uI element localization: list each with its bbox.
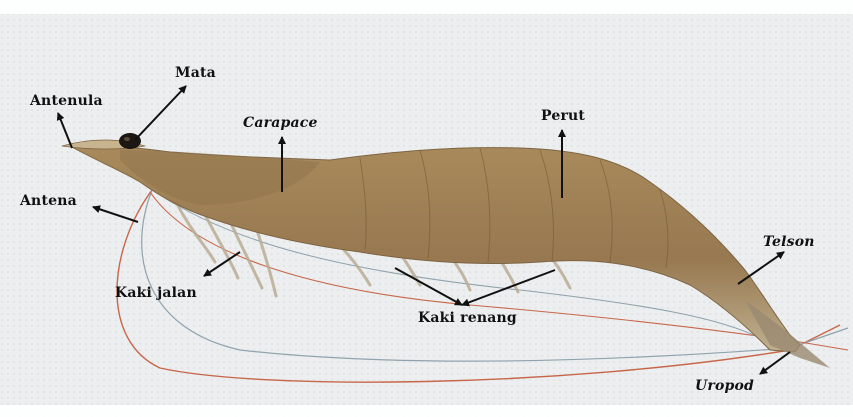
label-kaki-jalan: Kaki jalan [115, 285, 197, 301]
label-telson: Telson [763, 234, 815, 250]
label-antena: Antena [20, 193, 77, 209]
eye-shape [119, 133, 141, 149]
label-perut: Perut [541, 108, 585, 124]
label-carapace: Carapace [243, 115, 318, 131]
label-mata: Mata [175, 65, 216, 81]
label-kaki-renang: Kaki renang [418, 310, 517, 326]
label-uropod: Uropod [695, 378, 754, 394]
label-antenula: Antenula [30, 93, 103, 109]
